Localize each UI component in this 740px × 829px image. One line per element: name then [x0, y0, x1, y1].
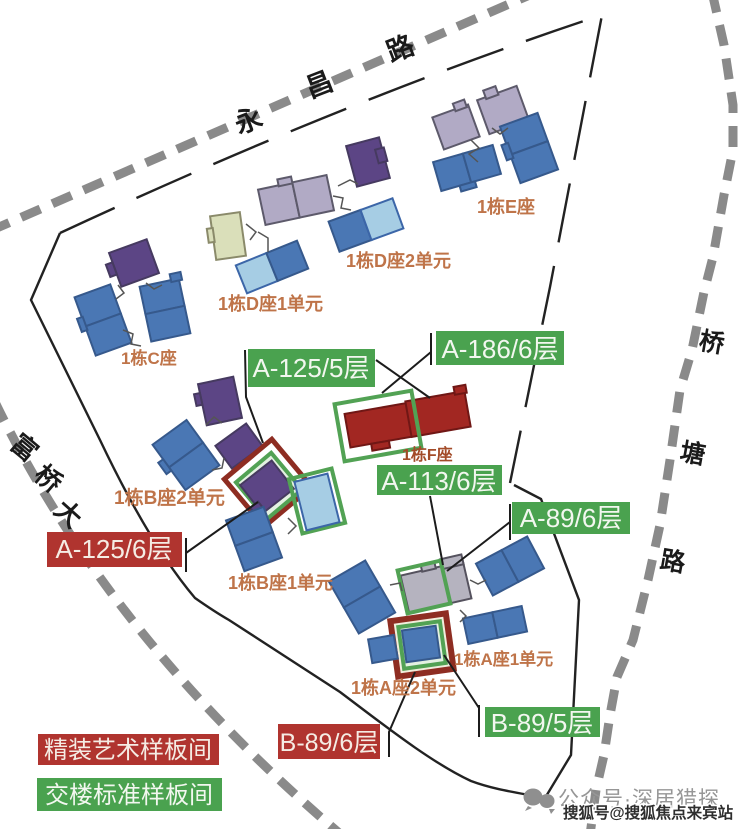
svg-text:1栋D座2单元: 1栋D座2单元	[346, 250, 451, 271]
svg-text:公众号·深居猎探: 公众号·深居猎探	[558, 788, 720, 811]
svg-text:A-186/6层: A-186/6层	[441, 334, 558, 364]
svg-text:1栋D座1单元: 1栋D座1单元	[218, 293, 323, 314]
svg-text:1栋E座: 1栋E座	[477, 196, 535, 217]
svg-text:搜狐号@搜狐焦点来宾站: 搜狐号@搜狐焦点来宾站	[563, 803, 734, 822]
svg-text:塘: 塘	[678, 437, 708, 470]
svg-text:1栋A座1单元: 1栋A座1单元	[454, 649, 553, 669]
svg-text:交楼标准样板间: 交楼标准样板间	[45, 782, 213, 809]
svg-text:1栋C座: 1栋C座	[121, 348, 177, 368]
svg-text:A-125/6层: A-125/6层	[55, 534, 172, 564]
svg-text:1栋A座2单元: 1栋A座2单元	[351, 677, 456, 698]
svg-text:A-125/5层: A-125/5层	[252, 353, 369, 383]
svg-text:B-89/6层: B-89/6层	[280, 729, 379, 757]
svg-text:1栋F座: 1栋F座	[402, 445, 453, 464]
svg-text:路: 路	[658, 546, 688, 578]
svg-text:B-89/5层: B-89/5层	[491, 708, 594, 738]
svg-text:A-89/6层: A-89/6层	[520, 503, 623, 533]
svg-text:1栋B座1单元: 1栋B座1单元	[228, 572, 333, 593]
svg-text:桥: 桥	[697, 327, 726, 359]
svg-text:精装艺术样板间: 精装艺术样板间	[44, 737, 212, 764]
svg-text:1栋B座2单元: 1栋B座2单元	[114, 486, 225, 509]
svg-text:A-113/6层: A-113/6层	[381, 466, 496, 496]
